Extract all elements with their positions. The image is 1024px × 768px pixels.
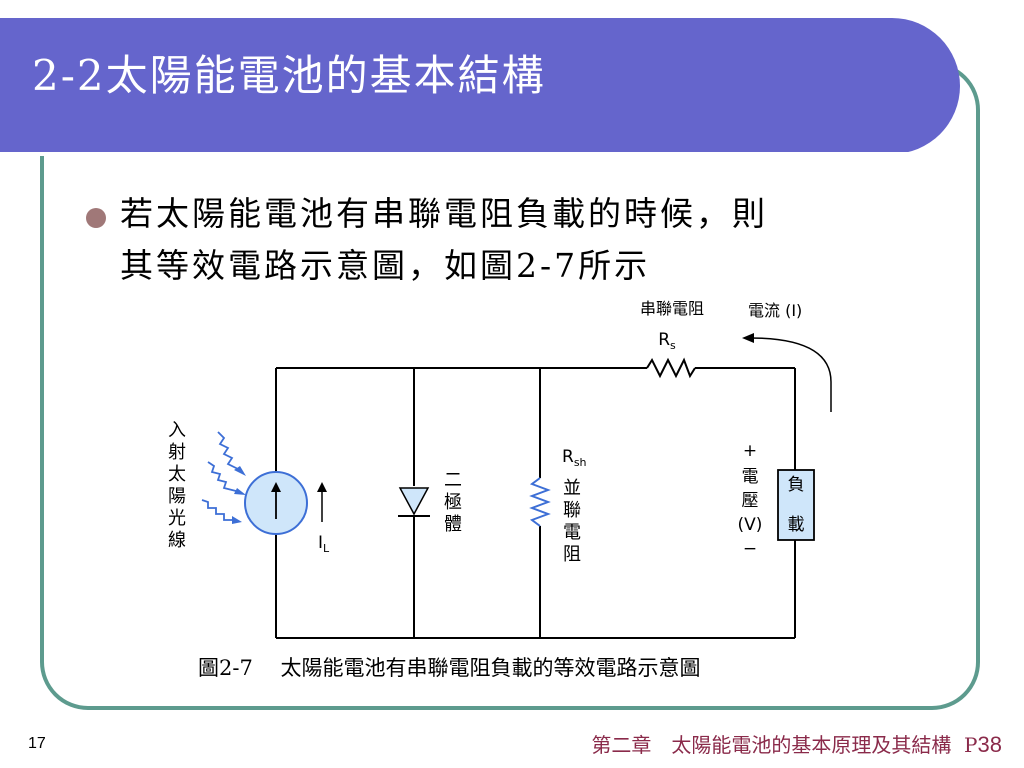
diode-icon <box>398 487 430 517</box>
footer: 第二章 太陽能電池的基本原理及其結構 P38 <box>591 729 1002 758</box>
series-resistor-icon <box>646 357 696 379</box>
series-resistor-symbol: Rs <box>658 330 676 352</box>
bullet-text: 若太陽能電池有串聯電阻負載的時候，則 其等效電路示意圖，如圖2-7所示 <box>120 188 960 292</box>
bullet-line-1: 若太陽能電池有串聯電阻負載的時候，則 <box>120 194 768 233</box>
svg-text:−: − <box>743 539 757 559</box>
shunt-resistor-label: 並聯電阻 <box>563 478 581 565</box>
title-underline <box>0 152 934 156</box>
shunt-resistor-symbol: Rsh <box>562 447 587 469</box>
current-label: 電流 (I) <box>748 301 802 320</box>
series-resistor-label: 串聯電阻 <box>640 299 704 318</box>
light-ray-arrowheads <box>232 466 246 524</box>
diode-label: 二極體 <box>444 470 462 535</box>
svg-text:入射太陽光線: 入射太陽光線 <box>168 420 186 551</box>
photocurrent-symbol: IL <box>318 533 330 555</box>
current-arrow-icon <box>749 337 832 412</box>
circuit-wires <box>275 367 796 639</box>
voltage-label: + 電 壓 (V) − <box>738 441 763 559</box>
svg-text:二極體: 二極體 <box>444 470 462 535</box>
load-label-2: 載 <box>788 515 805 535</box>
svg-text:(V): (V) <box>738 515 763 535</box>
load-label-1: 負 <box>788 475 805 495</box>
svg-text:並聯電阻: 並聯電阻 <box>563 478 581 565</box>
svg-text:壓: 壓 <box>742 491 759 511</box>
title-bar <box>0 18 960 156</box>
load-box <box>777 469 815 541</box>
svg-text:電: 電 <box>742 467 759 487</box>
bullet-icon <box>86 208 106 228</box>
bullet-line-2: 其等效電路示意圖，如圖2-7所示 <box>120 246 651 285</box>
light-ray-icon <box>217 431 243 473</box>
current-arrowhead-icon <box>742 333 754 343</box>
slide-title: 2-2太陽能電池的基本結構 <box>32 51 546 100</box>
slide-number: 17 <box>28 735 46 752</box>
incident-light-label: 入射太陽光線 <box>168 420 186 551</box>
light-ray-icon <box>207 461 241 493</box>
footer-chapter: 第二章 太陽能電池的基本原理及其結構 <box>591 733 952 757</box>
light-rays <box>201 431 243 521</box>
light-ray-icon <box>201 499 234 521</box>
footer-page-number: 38 <box>977 732 1002 757</box>
content-frame <box>40 62 980 710</box>
svg-text:+: + <box>743 441 757 461</box>
equivalent-circuit-diagram: 串聯電阻 Rs 電流 (I) 入射太陽光線 IL 二極體 Rsh 並聯電阻 + <box>168 299 832 639</box>
shunt-resistor-icon <box>529 477 551 527</box>
footer-page-prefix: P <box>964 733 978 757</box>
figure-caption: 圖2-7 太陽能電池有串聯電阻負載的等效電路示意圖 <box>198 656 701 680</box>
